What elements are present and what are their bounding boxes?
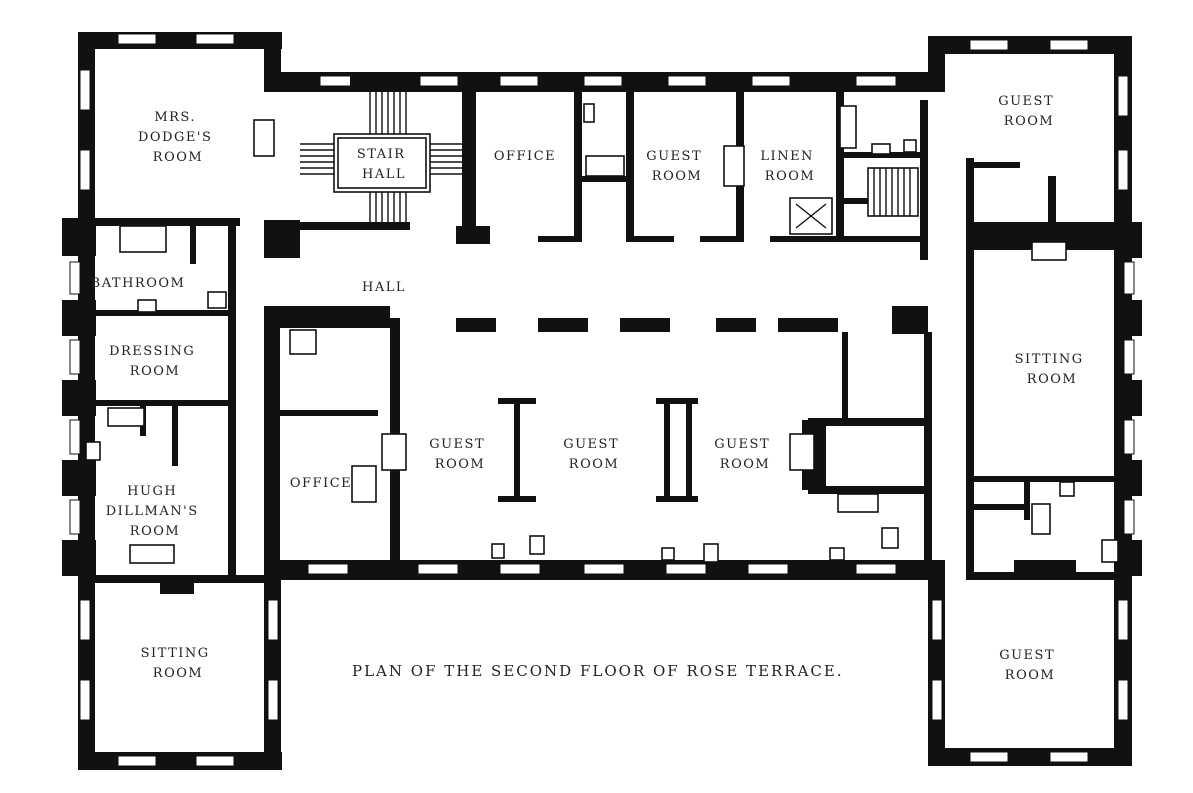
fixtures [85, 103, 1119, 564]
label-bathroom: BATHROOM [91, 276, 186, 291]
label-guest-room-ne: GUEST ROOM [998, 94, 1060, 129]
room-labels: MRS. DODGE'S ROOM STAIR HALL OFFICE GUES… [91, 94, 1090, 683]
service-stair [789, 167, 919, 235]
label-hall: HALL [362, 280, 406, 295]
label-guest-room-north: GUEST ROOM [646, 149, 708, 184]
label-sitting-room-east: SITTING ROOM [1015, 352, 1090, 387]
interior-walls [95, 72, 1116, 594]
stair-treads [300, 92, 470, 228]
windows [69, 33, 1135, 767]
plan-caption: PLAN OF THE SECOND FLOOR OF ROSE TERRACE… [352, 662, 844, 680]
exterior-walls [62, 32, 1142, 770]
label-mrs-dodges-room: MRS. DODGE'S ROOM [138, 110, 218, 165]
label-office-west: OFFICE [290, 476, 352, 491]
label-guest-room-2: GUEST ROOM [563, 437, 625, 472]
label-sitting-room-west: SITTING ROOM [141, 646, 216, 681]
label-office-north: OFFICE [494, 149, 556, 164]
label-hugh-dillmans-room: HUGH DILLMAN'S ROOM [106, 484, 205, 539]
label-guest-room-se: GUEST ROOM [999, 648, 1061, 683]
label-dressing-room: DRESSING ROOM [109, 344, 201, 379]
label-guest-room-1: GUEST ROOM [429, 437, 491, 472]
label-guest-room-3: GUEST ROOM [714, 437, 776, 472]
label-linen-room: LINEN ROOM [760, 149, 819, 184]
label-stair-hall: STAIR HALL [357, 147, 411, 182]
